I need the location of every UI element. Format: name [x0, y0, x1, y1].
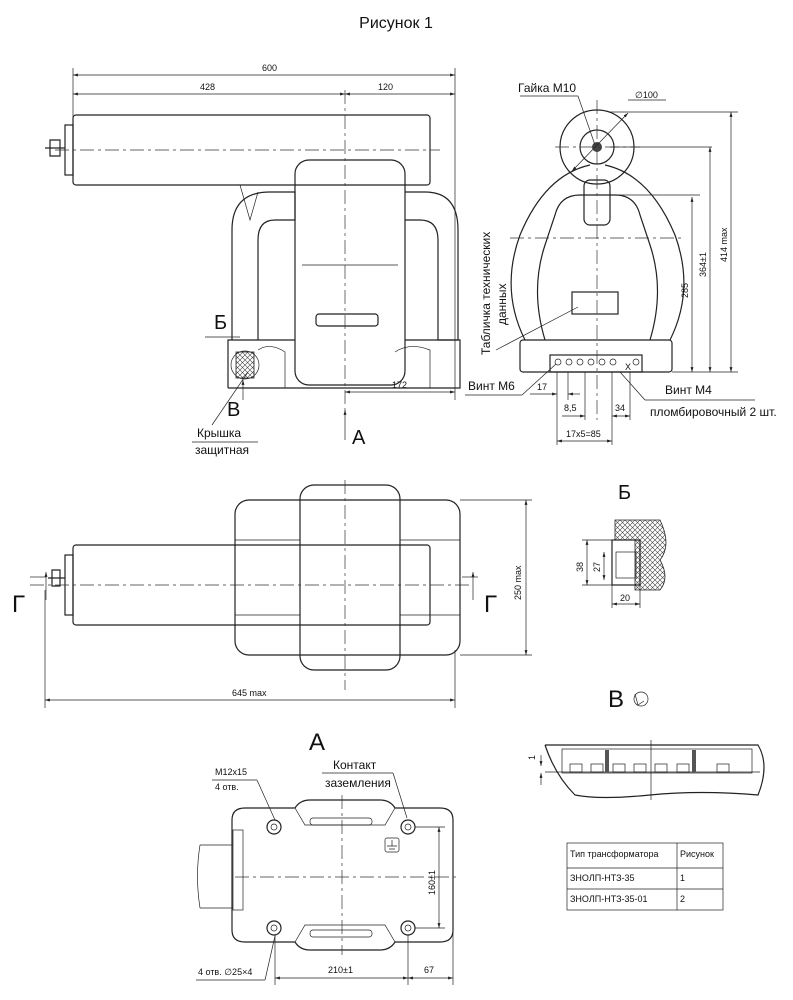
dim-210: 210±1 — [328, 965, 353, 975]
detail-v: В 1 — [527, 686, 765, 800]
plate-label-1: Табличка технических — [479, 232, 493, 355]
dim-17: 17 — [537, 382, 547, 392]
dim-38: 38 — [575, 562, 585, 572]
plate-label-2: данных — [495, 283, 509, 325]
table-cell: ЗНОЛП-НТЗ-35-01 — [570, 894, 648, 904]
dim-67: 67 — [424, 965, 434, 975]
dim-160: 160±1 — [427, 870, 437, 895]
ground-icon — [384, 837, 400, 853]
screw-m4-label: Винт М4 — [665, 383, 712, 397]
dim-20: 20 — [620, 593, 630, 603]
section-g-left: Г — [12, 591, 25, 618]
terminal-screws — [554, 358, 640, 366]
table-cell: 1 — [680, 873, 685, 883]
terminal-bolts — [569, 750, 730, 773]
dim-34: 34 — [615, 403, 625, 413]
dim-172: 172 — [392, 380, 407, 390]
dim-428: 428 — [200, 82, 215, 92]
section-g-right: Г — [484, 591, 497, 618]
dim-645: 645 max — [232, 688, 267, 698]
thread-holes-label: 4 отв. — [215, 782, 239, 792]
dim-364: 364±1 — [698, 252, 708, 277]
thread-label: М12х15 — [215, 767, 247, 777]
dim-120: 120 — [378, 82, 393, 92]
detail-b-marker: Б — [214, 312, 227, 334]
holes-label: 4 отв. ∅25×4 — [198, 967, 252, 977]
view-v-marker: В — [227, 399, 240, 421]
dim-600: 600 — [262, 63, 277, 73]
detail-v-title: В — [608, 686, 624, 713]
dim-27: 27 — [592, 562, 602, 572]
table-header-figure: Рисунок — [680, 849, 714, 859]
dim-85: 17x5=85 — [566, 429, 601, 439]
seal-label: пломбировочный 2 шт. — [650, 405, 777, 419]
cover-label-2: защитная — [195, 443, 249, 457]
detail-b: Б 38 27 20 — [575, 482, 667, 608]
view-a-marker: А — [352, 427, 366, 449]
transformer-table: Тип трансформатора Рисунок ЗНОЛП-НТЗ-35 … — [566, 842, 724, 911]
view-a-title: А — [309, 729, 325, 756]
mounting-holes — [266, 819, 416, 936]
table-header-type: Тип трансформатора — [570, 849, 659, 859]
dim-8-5: 8,5 — [564, 403, 577, 413]
screw-m6-label: Винт М6 — [468, 379, 515, 393]
view-a: А М12х15 4 отв. Контакт заземления 4 отв… — [196, 729, 460, 985]
figure-title: Рисунок 1 — [359, 15, 433, 32]
side-view: 600 428 120 172 Б В А Крышка защитная — [45, 63, 461, 457]
dim-285: 285 — [680, 283, 690, 298]
detail-b-title: Б — [618, 482, 631, 504]
table-cell: 2 — [680, 894, 685, 904]
table-cell: ЗНОЛП-НТЗ-35 — [570, 873, 635, 883]
ground-label-1: Контакт — [333, 758, 377, 772]
dim-1: 1 — [527, 755, 537, 760]
dim-414: 414 max — [719, 227, 729, 262]
front-view: X Гайка М10 ∅100 285 364±1 414 max Табли… — [465, 81, 777, 445]
ground-label-2: заземления — [325, 776, 391, 790]
diameter-label: ∅100 — [635, 90, 658, 100]
nut-label: Гайка М10 — [518, 81, 576, 95]
cover-label-1: Крышка — [197, 426, 241, 440]
terminal-mark: X — [625, 362, 631, 372]
top-view: Г Г 645 max 250 max — [12, 480, 532, 708]
rotation-icon — [633, 691, 649, 707]
dim-250: 250 max — [513, 565, 523, 600]
